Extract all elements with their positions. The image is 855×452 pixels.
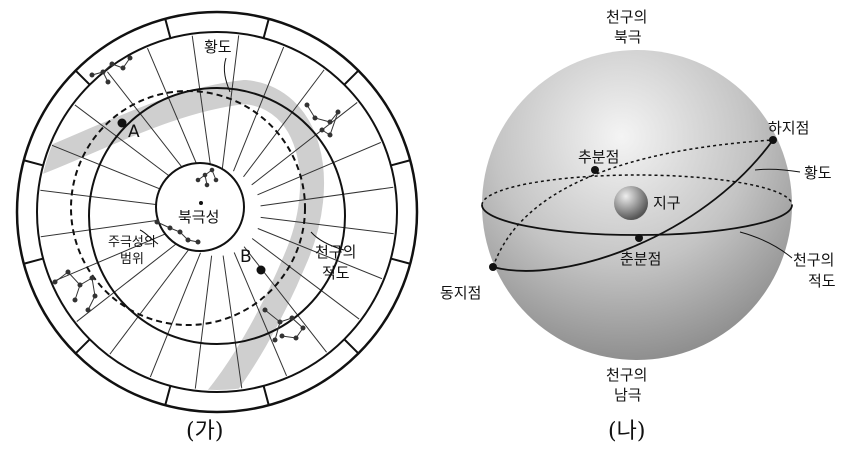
summer-solstice-label: 하지점 (768, 119, 809, 137)
north-pole-label-line2: 북극 (614, 28, 642, 46)
equator-leader-line (310, 231, 345, 251)
hour-line (243, 67, 326, 178)
earth-sphere (614, 186, 648, 220)
circumpolar-label-line2: 범위 (120, 252, 144, 267)
circumpolar-circle (155, 162, 245, 252)
south-pole-label-line2: 남극 (614, 386, 642, 404)
hour-line (191, 34, 212, 169)
vernal-equinox-label: 춘분점 (620, 250, 661, 268)
ecliptic-label-b: 황도 (804, 164, 832, 182)
frame-tick (23, 159, 44, 167)
celestial-equator-label-b-line2: 적도 (808, 272, 836, 290)
hour-line (51, 228, 177, 283)
hour-line (39, 217, 174, 238)
hour-line (108, 246, 191, 357)
equator-leader-line-b (739, 231, 793, 259)
vernal-equinox-dot (635, 234, 643, 242)
frame-tick (262, 18, 270, 39)
hour-line (257, 141, 383, 196)
hour-tick-marks (23, 18, 411, 406)
star-b-label: B (240, 247, 252, 267)
ecliptic-leader-line-b (754, 168, 801, 173)
hour-line (49, 144, 177, 196)
frame-tick (23, 257, 44, 265)
frame-tick (164, 385, 172, 406)
frame-tick (343, 69, 360, 86)
celestial-sphere-diagram: 천구의 북극 천구의 남극 하지점 추분점 황도 지구 천구의 적도 춘분점 동… (440, 8, 836, 444)
hour-line (233, 252, 288, 378)
hour-line (222, 255, 243, 390)
north-pole-label-line1: 천구의 (606, 8, 647, 26)
frame-tick (390, 257, 411, 265)
autumnal-equinox-label: 추분점 (578, 148, 619, 166)
hour-line (149, 252, 201, 380)
hour-line (221, 34, 240, 169)
autumnal-equinox-dot (591, 166, 599, 174)
milky-way-band (39, 79, 325, 390)
hour-line (233, 44, 285, 172)
hour-line (146, 46, 201, 172)
frame-tick (74, 338, 91, 355)
ecliptic-front (492, 139, 774, 272)
hour-circle-lines (39, 34, 395, 390)
ecliptic-label-a: 황도 (204, 38, 232, 56)
hour-line (74, 238, 183, 324)
constellations (52, 55, 341, 343)
winter-solstice-label: 동지점 (440, 284, 481, 302)
earth-label: 지구 (653, 194, 681, 212)
hour-line (39, 189, 174, 208)
hour-line (243, 246, 329, 355)
ecliptic-leader-line (223, 57, 231, 93)
star-a-dot (117, 118, 127, 128)
hour-line (257, 228, 385, 280)
ecliptic-back (492, 139, 774, 268)
hour-line (72, 103, 183, 186)
caption-a: (가) (186, 419, 223, 444)
hour-line (251, 100, 360, 186)
frame-tick (390, 159, 411, 167)
circumpolar-label-line1: 주극성의 (108, 235, 156, 250)
inner-frame-ring (36, 31, 398, 393)
hour-line (260, 186, 395, 207)
hour-line (251, 238, 362, 321)
hour-line (105, 69, 191, 178)
celestial-equator-label-a-line2: 적도 (322, 264, 350, 282)
caption-b: (나) (608, 419, 645, 444)
celestial-equator-circle (88, 87, 346, 345)
frame-tick (164, 18, 172, 39)
circumpolar-leader-line (139, 229, 159, 245)
star-a-label: A (128, 122, 140, 142)
outer-frame-ring (15, 10, 419, 414)
hour-line (260, 216, 395, 235)
star-map-diagram: 황도 A B 북극성 주극성의 범위 천구의 적도 (가) (15, 10, 419, 444)
frame-tick (343, 338, 360, 355)
hour-line (194, 255, 213, 390)
celestial-equator-label-a-line1: 천구의 (315, 243, 356, 261)
celestial-equator-label-b-line1: 천구의 (793, 251, 834, 269)
south-pole-label-line1: 천구의 (606, 366, 647, 384)
summer-solstice-dot (769, 136, 777, 144)
polaris-dot (199, 201, 203, 205)
ecliptic-circle (70, 90, 306, 326)
frame-tick (74, 69, 91, 86)
celestial-equator-back (481, 174, 793, 206)
winter-solstice-dot (489, 263, 497, 271)
frame-tick (262, 385, 270, 406)
star-b-dot (256, 265, 266, 275)
polaris-label: 북극성 (178, 208, 219, 226)
